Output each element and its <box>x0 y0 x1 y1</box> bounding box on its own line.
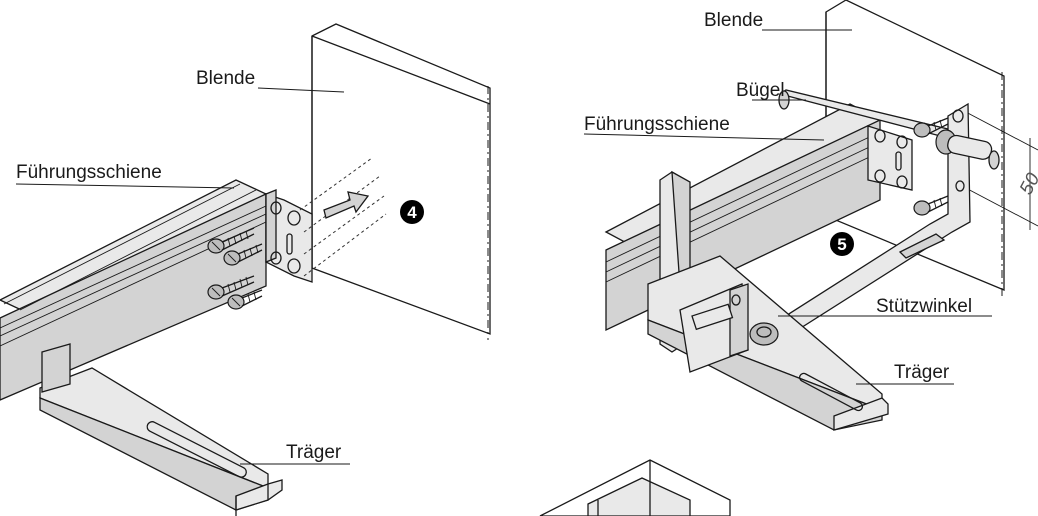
bottom-partial-box <box>539 459 731 516</box>
right-illustration: 50 <box>583 0 1038 431</box>
left-blende-panel <box>311 23 491 340</box>
step-5-number: 5 <box>837 235 846 254</box>
label-traeger-right: Träger <box>894 362 950 383</box>
step-5-badge: 5 <box>830 232 854 256</box>
right-traeger-bracket <box>647 255 889 431</box>
left-fuehrungsschiene-rail <box>0 179 268 401</box>
label-stuetzwinkel: Stützwinkel <box>876 296 972 317</box>
screw <box>223 243 263 266</box>
label-fuehrungsschiene-left: Führungsschiene <box>16 162 162 183</box>
leader-fuehrungsschiene-right <box>583 133 825 141</box>
insert-arrow-icon <box>323 191 370 219</box>
step-4-badge: 4 <box>400 200 424 224</box>
left-illustration <box>0 23 491 516</box>
screw <box>207 227 255 254</box>
left-traeger-bracket <box>39 343 283 516</box>
dimension-value: 50 <box>1016 169 1038 198</box>
leader-fuehrungsschiene-left <box>15 183 235 189</box>
right-mounting-plate <box>867 125 913 191</box>
leader-blende-left <box>257 87 345 93</box>
step-4-number: 4 <box>407 203 417 222</box>
label-blende-left: Blende <box>196 68 255 89</box>
screw <box>913 195 949 216</box>
label-buegel: Bügel <box>736 80 785 101</box>
screw <box>207 275 255 300</box>
label-traeger-left: Träger <box>286 442 342 463</box>
right-screws <box>913 117 949 216</box>
left-mounting-plate <box>265 189 313 283</box>
screw <box>227 289 263 310</box>
screw <box>913 117 949 138</box>
label-fuehrungsschiene-right: Führungsschiene <box>584 114 730 135</box>
left-insertion-guides <box>299 157 387 277</box>
left-screws <box>207 227 263 310</box>
label-blende-right: Blende <box>704 10 763 31</box>
dimension-50: 50 <box>961 109 1038 230</box>
